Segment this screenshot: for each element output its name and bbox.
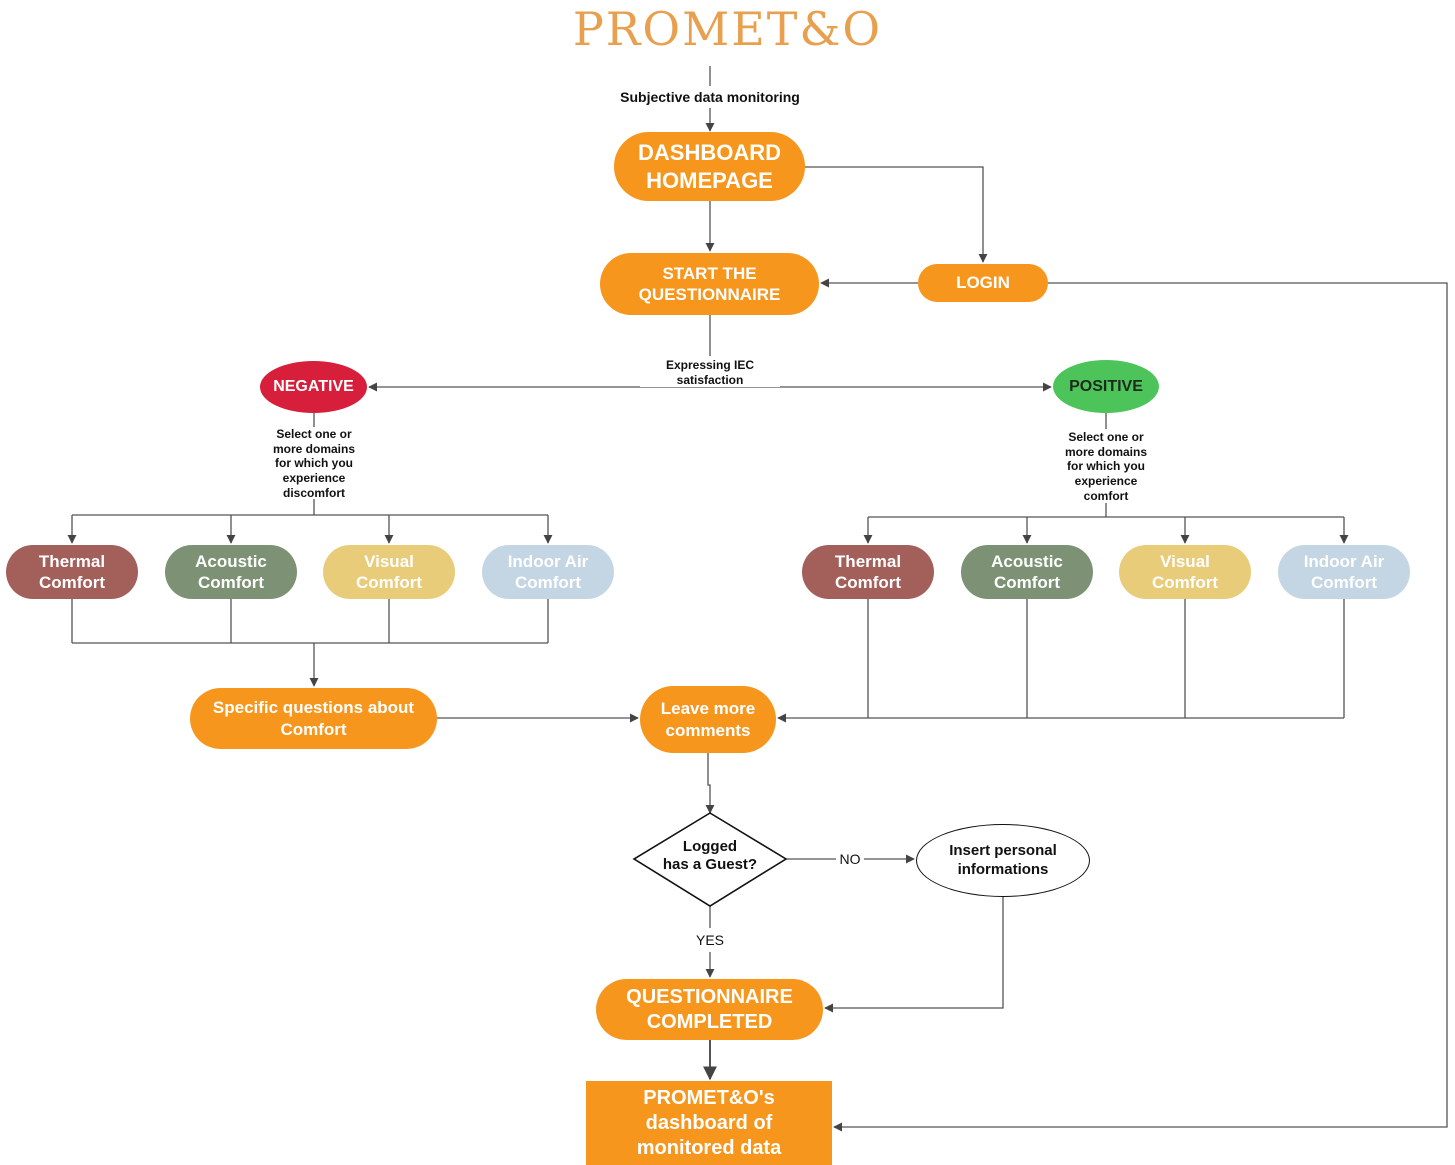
yes-label: YES bbox=[695, 932, 724, 948]
select-negative-label: Select one or more domains for which you… bbox=[272, 427, 356, 500]
login-node[interactable]: LOGIN bbox=[918, 264, 1048, 302]
negative-node[interactable]: NEGATIVE bbox=[260, 361, 367, 413]
select-positive-label: Select one or more domains for which you… bbox=[1064, 430, 1148, 503]
final-dashboard-node[interactable]: PROMET&O's dashboard of monitored data bbox=[586, 1081, 832, 1165]
dashboard-homepage-node[interactable]: DASHBOARD HOMEPAGE bbox=[614, 132, 805, 201]
decision-text: Logged has a Guest? bbox=[662, 838, 758, 873]
app-title: PROMET&O bbox=[572, 2, 883, 56]
pos-indoor-air-comfort[interactable]: Indoor Air Comfort bbox=[1278, 545, 1410, 599]
specific-questions-node[interactable]: Specific questions about Comfort bbox=[190, 688, 437, 749]
expressing-label: Expressing IEC satisfaction bbox=[640, 358, 780, 388]
pos-acoustic-comfort[interactable]: Acoustic Comfort bbox=[961, 545, 1093, 599]
pos-thermal-comfort[interactable]: Thermal Comfort bbox=[802, 545, 934, 599]
decision-diamond bbox=[632, 812, 788, 907]
neg-acoustic-comfort[interactable]: Acoustic Comfort bbox=[165, 545, 297, 599]
start-questionnaire-node[interactable]: START THE QUESTIONNAIRE bbox=[600, 253, 819, 315]
questionnaire-completed-node[interactable]: QUESTIONNAIRE COMPLETED bbox=[596, 979, 823, 1040]
neg-indoor-air-comfort[interactable]: Indoor Air Comfort bbox=[482, 545, 614, 599]
neg-visual-comfort[interactable]: Visual Comfort bbox=[323, 545, 455, 599]
positive-node[interactable]: POSITIVE bbox=[1053, 360, 1159, 413]
pos-visual-comfort[interactable]: Visual Comfort bbox=[1119, 545, 1251, 599]
no-label: NO bbox=[839, 851, 861, 867]
leave-comments-node[interactable]: Leave more comments bbox=[640, 686, 776, 753]
neg-thermal-comfort[interactable]: Thermal Comfort bbox=[6, 545, 138, 599]
subjective-label: Subjective data monitoring bbox=[620, 89, 800, 105]
insert-personal-info-node[interactable]: Insert personal informations bbox=[916, 824, 1090, 897]
